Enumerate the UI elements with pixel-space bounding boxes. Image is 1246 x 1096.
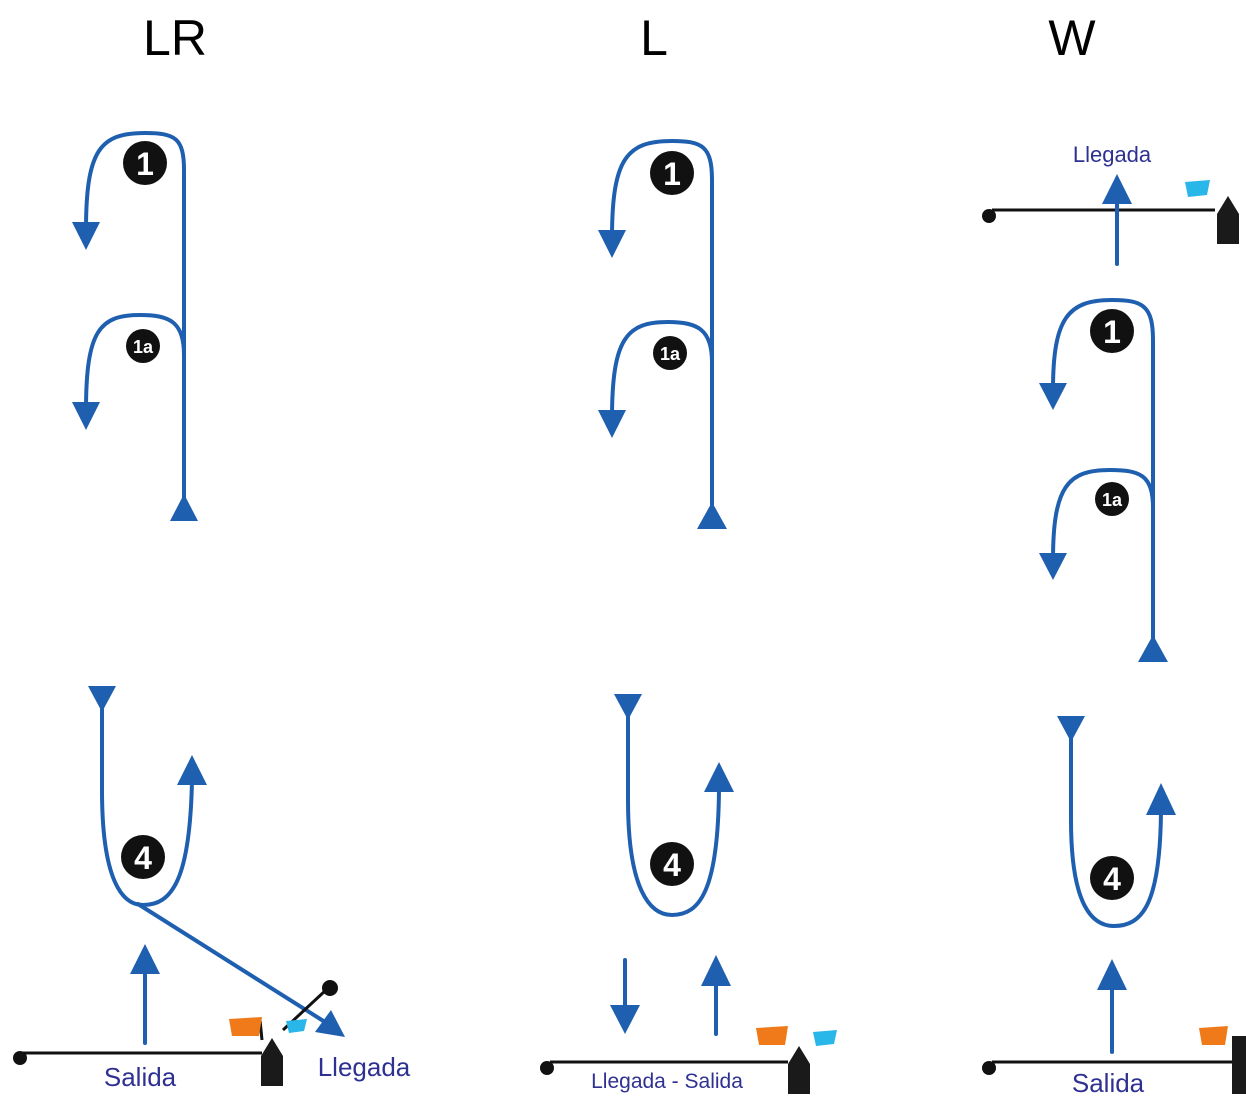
upwind-leg-path (1051, 298, 1155, 642)
downwind-leg-path (1069, 728, 1163, 928)
arrowhead (1146, 783, 1176, 815)
orange-flag (756, 1026, 788, 1045)
finish-leg-path (136, 902, 327, 1024)
mark-4-label: 4 (134, 840, 152, 876)
finish-label: Llegada (318, 1052, 411, 1082)
mark-4 (121, 835, 165, 879)
arrowhead (315, 1010, 345, 1037)
arrowhead (701, 955, 731, 986)
mark-4 (650, 842, 694, 886)
downwind-leg-path (626, 706, 721, 917)
arrowhead (1097, 959, 1127, 990)
course-w-heading: W (1048, 10, 1096, 66)
arrowhead (72, 402, 100, 430)
mark-4-label: 4 (1103, 861, 1121, 897)
mark-1a (126, 329, 160, 363)
start-finish-label: Llegada - Salida (591, 1070, 743, 1093)
course-w: W Llegada 1 1a 4 Salida (982, 10, 1246, 1096)
mark-1a-label: 1a (1102, 490, 1123, 510)
arrowhead (610, 1005, 640, 1034)
blue-flag (813, 1030, 837, 1046)
mark-1-label: 1 (1103, 314, 1121, 350)
upwind-leg-path (84, 131, 186, 500)
pin-end-buoy (982, 209, 996, 223)
mark-1a-label: 1a (133, 337, 154, 357)
blue-flag (286, 1019, 307, 1033)
committee-boat (788, 1046, 810, 1094)
arrowhead (1102, 174, 1132, 204)
pin-end-buoy (982, 1061, 996, 1075)
pin-end-buoy (13, 1051, 27, 1065)
committee-boat (1217, 196, 1239, 244)
course-l-heading: L (640, 10, 668, 66)
committee-boat (1232, 1036, 1246, 1094)
course-lr-heading: LR (143, 10, 207, 66)
mark-1-label: 1 (663, 156, 681, 192)
arrowhead (704, 762, 734, 792)
mark-4-label: 4 (663, 847, 681, 883)
arrowhead (598, 410, 626, 438)
pin-end-buoy (540, 1061, 554, 1075)
leg-start-triangle (1138, 635, 1168, 662)
mark-1 (650, 151, 694, 195)
start-label: Salida (104, 1062, 177, 1092)
mark-1a-label: 1a (660, 344, 681, 364)
committee-boat (261, 1038, 283, 1086)
arrowhead (177, 755, 207, 785)
arrowhead (1039, 383, 1067, 410)
mark-1a-path (84, 313, 186, 412)
arrowhead (72, 222, 100, 250)
mark-1a (1095, 482, 1129, 516)
orange-flag (1199, 1026, 1228, 1045)
blue-flag (1185, 180, 1210, 197)
arrowhead (130, 944, 160, 974)
arrowhead (1039, 553, 1067, 580)
mark-1a-path (1051, 468, 1155, 562)
orange-flag (229, 1017, 262, 1036)
upwind-leg-path (610, 139, 714, 507)
finish-label: Llegada (1073, 142, 1152, 167)
mark-1a-path (610, 320, 714, 420)
leg-start-triangle (170, 494, 198, 521)
finish-mark-buoy (322, 980, 338, 996)
mark-1 (1090, 309, 1134, 353)
start-label: Salida (1072, 1068, 1145, 1096)
course-lr: LR 1 1a 4 (13, 10, 411, 1092)
leg-start-triangle (697, 502, 727, 529)
mark-1a (653, 336, 687, 370)
arrowhead (598, 230, 626, 258)
mark-4 (1090, 856, 1134, 900)
mark-1 (123, 141, 167, 185)
course-l: L 1 1a 4 Llegada - Salida (540, 10, 837, 1094)
mark-1-label: 1 (136, 146, 154, 182)
